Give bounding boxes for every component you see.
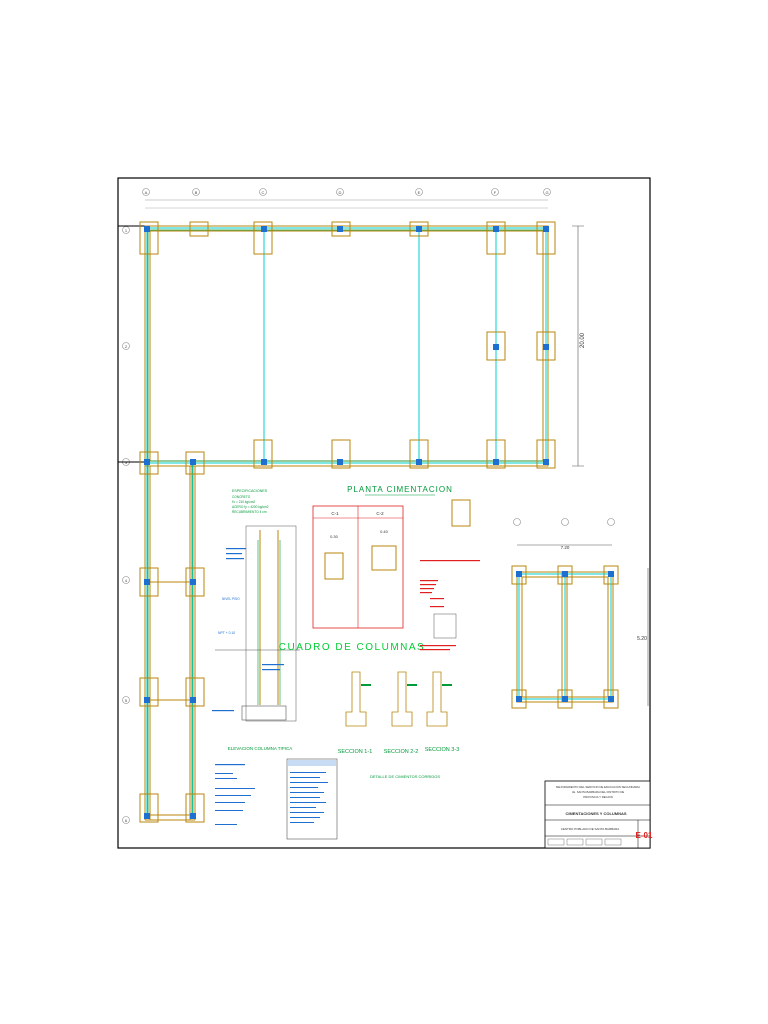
rebar-lines — [147, 229, 545, 818]
project-line-2: I.E. SANTA BARBARA DEL DISTRITO DE — [572, 790, 625, 794]
grid-label-left-1: 2 — [125, 344, 128, 349]
column-size-c2: 0.40 — [380, 529, 389, 534]
grid-label-top-5: F — [494, 190, 497, 195]
small-detail-box — [451, 499, 471, 527]
grid-label-top-6: G — [545, 190, 548, 195]
column-section-c1 — [324, 552, 344, 580]
grid-bubbles-top: A B C D E F G — [142, 188, 551, 196]
spec-title: ESPECIFICACIONES — [232, 489, 268, 493]
project-line-3: PROVINCIA Y REGION — [583, 795, 613, 799]
plan-dim-vertical: 20.00 — [580, 332, 586, 348]
column-elevation: NIVEL PISO NPT + 0.10 ELEVACION COLUMNA … — [212, 525, 300, 751]
spec-line-2: ACERO fy = 4200 kg/cm2 — [232, 505, 269, 509]
section-label-2: SECCION 2-2 — [384, 749, 419, 755]
location: CENTRO POBLADO DE SANTA BARBARA — [561, 827, 620, 831]
plan-name: CIMENTACIONES Y COLUMNAS — [565, 811, 626, 816]
columns-table: C-1 C-2 0.30 0.40 CUADRO DE COLUMNAS — [279, 505, 425, 653]
secondary-dim-bottom: 7.20 — [561, 545, 570, 550]
project-line-1: MEJORAMIENTO DEL SERVICIO DE EDUCACION S… — [556, 785, 640, 789]
level-label-2: NPT + 0.10 — [218, 631, 235, 635]
sheet-border — [117, 177, 651, 849]
specifications-note: ESPECIFICACIONES CONCRETO f'c = 210 kg/c… — [232, 489, 269, 514]
grid-label-left-0: 1 — [125, 228, 128, 233]
grid-label-left-5: 6 — [125, 818, 128, 823]
footing-sections: SECCION 1-1 SECCION 2-2 SECCION 3-3 DETA… — [338, 671, 460, 779]
columns-table-title: CUADRO DE COLUMNAS — [279, 642, 425, 653]
columns — [144, 226, 549, 819]
foundation-plan: A B C D E F G 1 2 3 4 5 6 — [118, 188, 586, 824]
spec-line-3: RECUBRIMIENTO 4 cm — [232, 510, 267, 514]
grid-label-top-0: A — [145, 190, 148, 195]
level-label-1: NIVEL PISO — [222, 597, 240, 601]
column-section-c2 — [371, 545, 397, 571]
general-notes-box — [215, 758, 338, 840]
column-header-c1: C-1 — [331, 511, 339, 516]
plan-title: PLANTA CIMENTACION — [347, 485, 453, 494]
grid-label-left-4: 5 — [125, 698, 128, 703]
small-table — [433, 613, 457, 639]
sections-detail-title: DETALLE DE CIMIENTOS CORRIDOS — [370, 774, 440, 779]
section-label-1: SECCION 1-1 — [338, 749, 373, 755]
title-block: MEJORAMIENTO DEL SERVICIO DE EDUCACION S… — [544, 780, 653, 849]
grid-label-left-3: 4 — [125, 578, 128, 583]
sheet-code: E-01 — [636, 831, 653, 840]
secondary-dim-right: 5.20 — [637, 636, 647, 642]
column-size-c1: 0.30 — [330, 534, 339, 539]
grid-lines — [146, 227, 547, 818]
spec-line-0: CONCRETO — [232, 495, 251, 499]
column-header-c2: C-2 — [376, 511, 384, 516]
red-notes — [420, 560, 480, 651]
footings — [139, 221, 556, 823]
grid-label-top-3: D — [339, 190, 342, 195]
grid-label-top-4: E — [418, 190, 421, 195]
section-label-3: SECCION 3-3 — [425, 747, 460, 753]
spec-line-1: f'c = 210 kg/cm2 — [232, 500, 255, 504]
elevation-title: ELEVACION COLUMNA TIPICA — [228, 746, 293, 751]
grid-label-top-2: C — [262, 190, 265, 195]
grid-label-top-1: B — [195, 190, 198, 195]
secondary-plan: 7.20 5.20 — [511, 518, 649, 709]
